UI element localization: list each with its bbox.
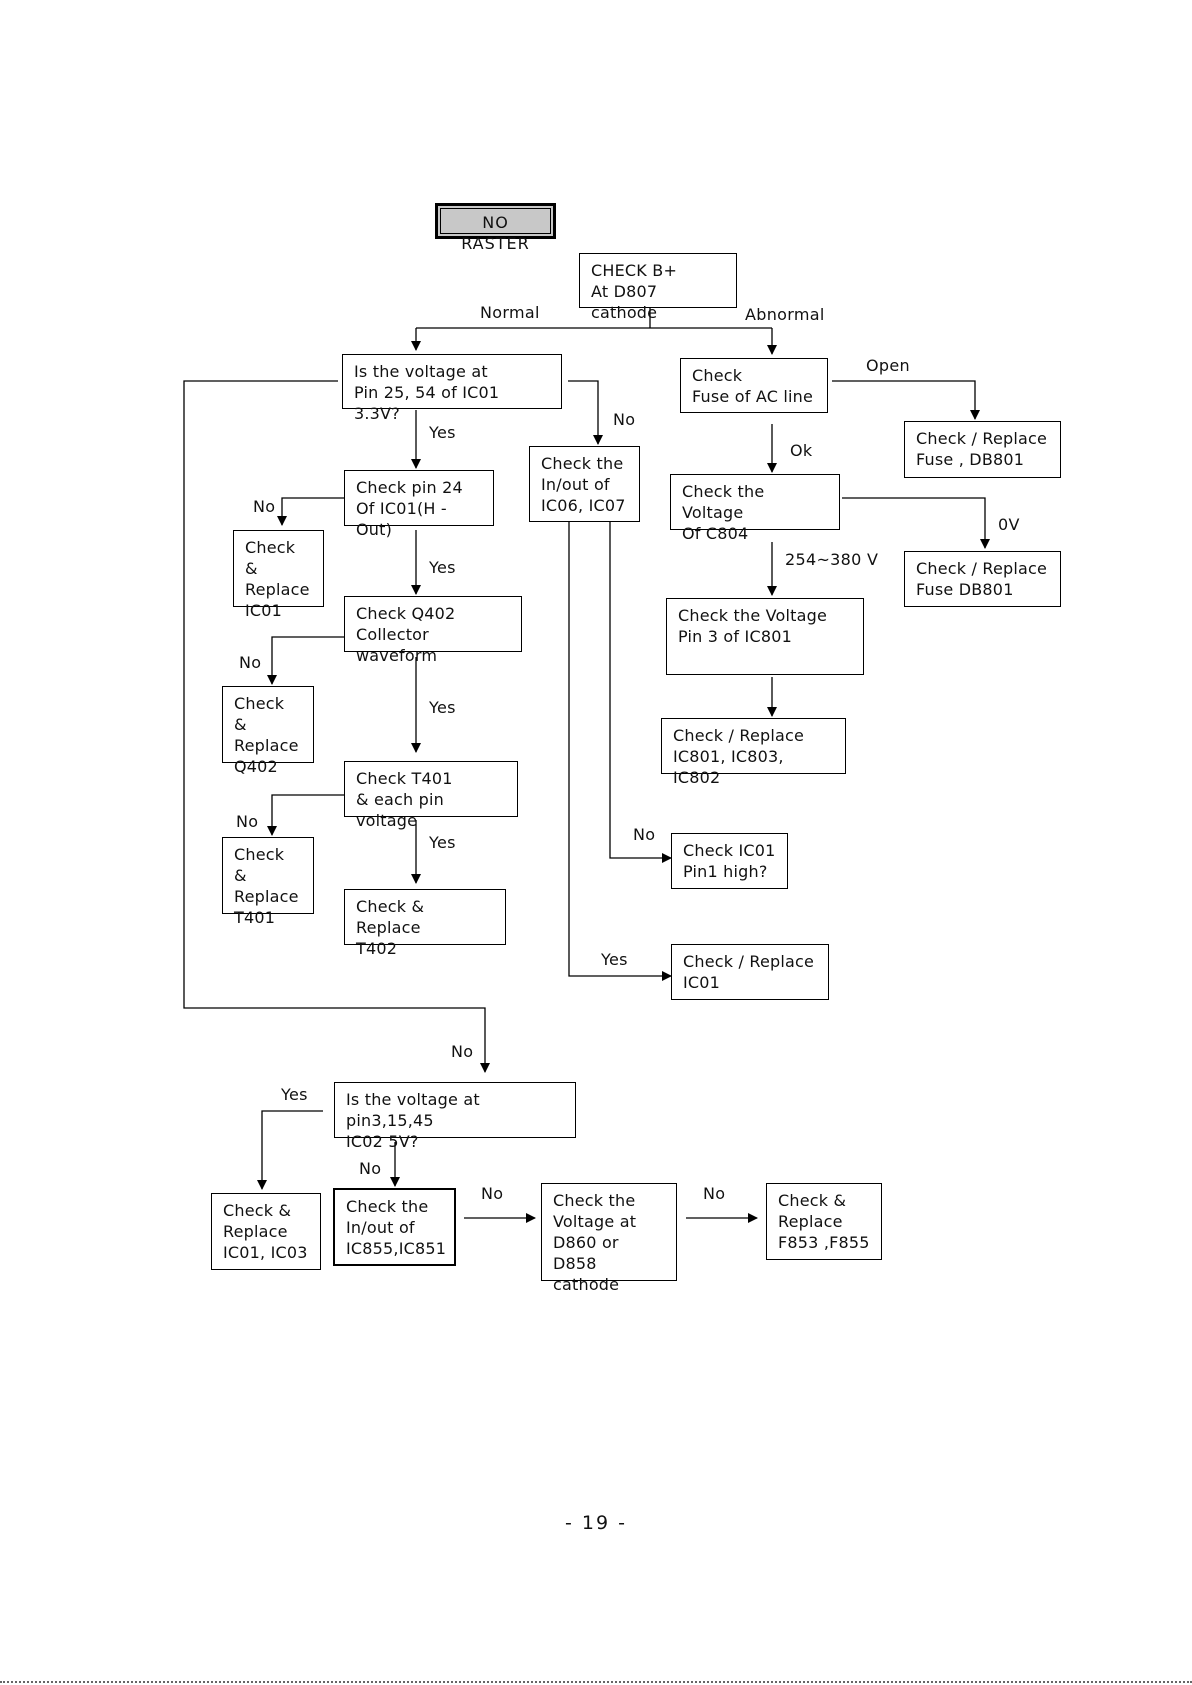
label-no-d860: No [481,1184,504,1203]
box-check-ic01-pin1: Check IC01 Pin1 high? [671,833,788,889]
label-abnormal: Abnormal [745,305,825,324]
label-yes-q402: Yes [429,558,456,577]
box-voltage-ic01: Is the voltage at Pin 25, 54 of IC01 3.3… [342,354,562,423]
box-check-fuse-ac-line: Check Fuse of AC line [680,358,828,413]
box-check-q402: Check Q402 Collector waveform [344,596,522,665]
box-replace-f853-f855: Check & Replace F853 ,F855 [766,1183,882,1260]
box-check-voltage-d860-d858: Check the Voltage at D860 or D858 cathod… [541,1183,677,1294]
label-yes-t402: Yes [429,833,456,852]
box-replace-ic801-ic803-ic802: Check / Replace IC801, IC803, IC802 [661,718,846,787]
label-no-ic855: No [359,1159,382,1178]
bottom-dotted-rule [0,1681,1192,1683]
page-number: - 19 - [565,1512,627,1534]
label-no-pin1: No [633,825,656,844]
box-check-t401: Check T401 & each pin voltage [344,761,518,830]
label-0v: 0V [998,515,1020,534]
label-yes-pin24: Yes [429,423,456,442]
box-check-voltage-ic801: Check the Voltage Pin 3 of IC801 [666,598,864,675]
label-normal: Normal [480,303,540,322]
box-replace-t401: Check & Replace T401 [222,837,314,927]
label-no-ic02: No [451,1042,474,1061]
label-254-380v: 254~380 V [785,550,879,569]
box-check-b-plus: CHECK B+ At D807 cathode [579,253,737,322]
box-replace-t402: Check & Replace T402 [344,889,506,958]
label-no-inout: No [613,410,636,429]
box-replace-ic01: Check & Replace IC01 [233,530,324,620]
box-replace-fuse-db801: Check / Replace Fuse , DB801 [904,421,1061,478]
box-replace-fuse-db801-b: Check / Replace Fuse DB801 [904,551,1061,607]
label-ok: Ok [790,441,813,460]
label-no-ic01: No [253,497,276,516]
box-check-inout-ic06-ic07: Check the In/out of IC06, IC07 [529,446,640,522]
title-no-raster: NO RASTER [435,203,556,253]
box-check-voltage-c804: Check the Voltage Of C804 [670,474,840,543]
box-replace-ic01-b: Check / Replace IC01 [671,944,829,1000]
label-yes-ic02: Yes [281,1085,308,1104]
box-check-pin24: Check pin 24 Of IC01(H - Out) [344,470,494,539]
box-replace-q402: Check & Replace Q402 [222,686,314,776]
label-open: Open [866,356,910,375]
label-yes-t401: Yes [429,698,456,717]
label-no-q402: No [239,653,262,672]
box-replace-ic01-ic03: Check & Replace IC01, IC03 [211,1193,321,1270]
box-check-inout-ic855-ic851: Check the In/out of IC855,IC851 [333,1188,456,1266]
label-yes-ic01: Yes [601,950,628,969]
box-voltage-ic02: Is the voltage at pin3,15,45 IC02 5V? [334,1082,576,1151]
label-no-f853: No [703,1184,726,1203]
label-no-t401: No [236,812,259,831]
